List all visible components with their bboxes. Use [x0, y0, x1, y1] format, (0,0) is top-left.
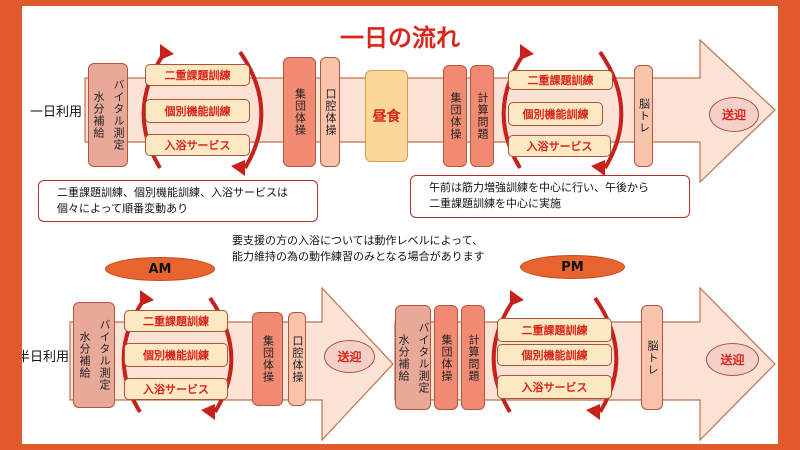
rotation-arrowheads — [140, 44, 605, 420]
note-line: 二重課題訓練、個別機能訓練、入浴サービスは — [57, 186, 288, 199]
calculation-problems: 計算問題 — [461, 305, 485, 410]
note-left: 二重課題訓練、個別機能訓練、入浴サービスは個々によって順番変動あり — [38, 180, 318, 222]
calculation-problems: 計算問題 — [470, 65, 494, 167]
dual-task-training: 二重課題訓練 — [497, 318, 612, 342]
transport: 送迎 — [709, 97, 759, 132]
group-exercise: 集団体操 — [252, 312, 283, 406]
brain-training-text: 脳トレ — [637, 98, 651, 134]
note-line: 午前は筋力増強訓練を中心に行い、午後から — [429, 181, 649, 194]
group-exercise: 集団体操 — [443, 65, 467, 167]
bathing-service: 入浴サービス — [508, 135, 611, 157]
vital-box: 水分補給バイタル測定 — [88, 63, 128, 167]
bathing-service: 入浴サービス — [124, 378, 228, 400]
group-exercise: 集団体操 — [434, 305, 458, 410]
vital-text: バイタル測定 — [98, 319, 111, 391]
hydration-text: 水分補給 — [92, 91, 105, 139]
oral-exercise: 口腔体操 — [320, 57, 340, 167]
group-exercise-text: 集団体操 — [293, 88, 307, 136]
half-day-label: 半日利用 — [17, 350, 70, 365]
am-badge: AM — [105, 257, 215, 281]
individual-training: 個別機能訓練 — [124, 343, 228, 367]
brain-training-text: 脳トレ — [646, 339, 659, 376]
note-right: 午前は筋力増強訓練を中心に行い、午後から二重課題訓練を中心に実施 — [410, 175, 690, 218]
note-line: 個々によって順番変動あり — [57, 202, 189, 215]
hydration-text: 水分補給 — [397, 333, 410, 382]
group-exercise-text: 集団体操 — [449, 92, 462, 140]
dual-task-training: 二重課題訓練 — [508, 70, 613, 90]
brain-training: 脳トレ — [634, 65, 653, 167]
oral-exercise: 口腔体操 — [288, 312, 306, 406]
group-exercise: 集団体操 — [283, 57, 316, 167]
note-line: 要支援の方の入浴については動作レベルによって、 — [232, 234, 484, 247]
hydration-text: 水分補給 — [78, 331, 91, 379]
calculation-text: 計算問題 — [476, 92, 489, 140]
dual-task-training: 二重課題訓練 — [124, 310, 228, 332]
vital-box: 水分補給バイタル測定 — [73, 302, 115, 408]
page-title: 一日の流れ — [340, 24, 460, 52]
note-line: 能力維持の為の動作練習のみとなる場合があります — [232, 250, 485, 263]
note-line: 二重課題訓練を中心に実施 — [429, 197, 561, 210]
lunch: 昼食 — [365, 70, 408, 162]
full-day-label: 一日利用 — [30, 105, 83, 120]
bathing-service: 入浴サービス — [145, 134, 250, 156]
transport: 送迎 — [706, 343, 759, 376]
transport: 送迎 — [324, 340, 375, 373]
bathing-note: 要支援の方の入浴については動作レベルによって、能力維持の為の動作練習のみとなる場… — [232, 233, 485, 265]
bathing-service: 入浴サービス — [497, 375, 612, 399]
pm-badge: PM — [520, 255, 625, 279]
group-exercise-text: 集団体操 — [440, 333, 453, 382]
calculation-text: 計算問題 — [467, 333, 480, 382]
brain-training: 脳トレ — [641, 305, 663, 410]
group-exercise-text: 集団体操 — [261, 335, 275, 383]
vital-text: バイタル測定 — [112, 79, 125, 151]
vital-box: 水分補給バイタル測定 — [395, 305, 431, 410]
individual-training: 個別機能訓練 — [497, 344, 612, 366]
oral-exercise-text: 口腔体操 — [291, 335, 304, 383]
individual-training: 個別機能訓練 — [508, 102, 603, 126]
dual-task-training: 二重課題訓練 — [145, 64, 250, 86]
vital-text: バイタル測定 — [417, 321, 430, 394]
oral-exercise-text: 口腔体操 — [324, 88, 337, 136]
individual-training: 個別機能訓練 — [145, 99, 250, 123]
